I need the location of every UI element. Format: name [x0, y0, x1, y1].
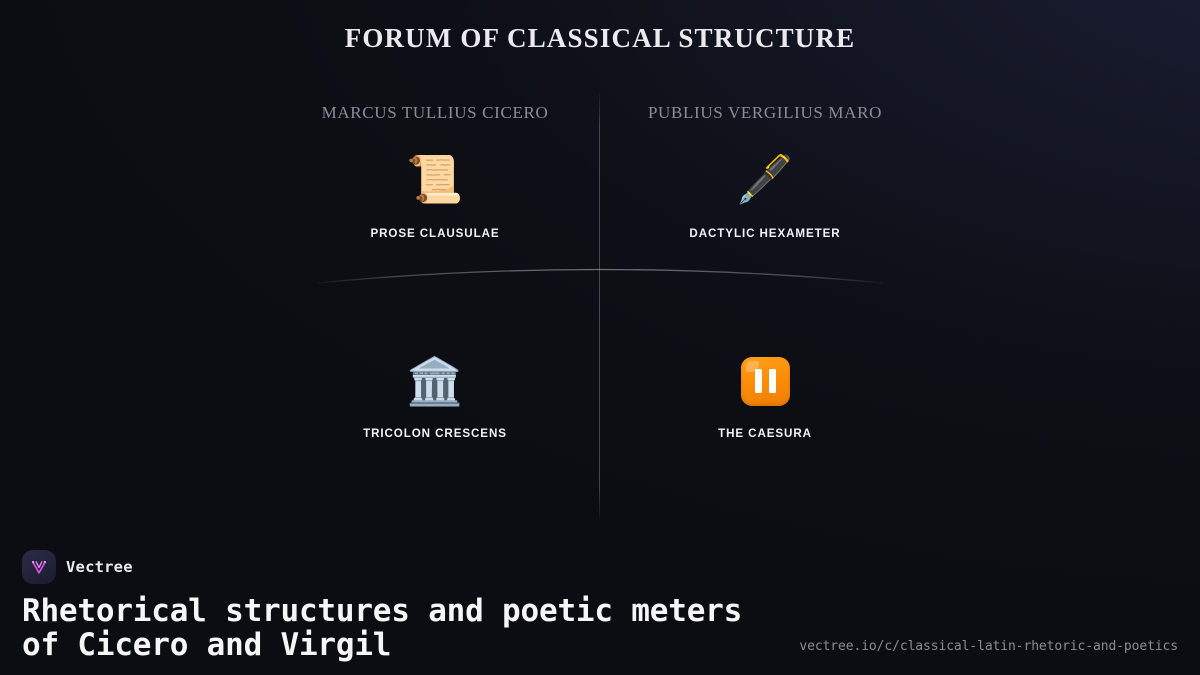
cell-label-the-caesura: THE CAESURA	[718, 427, 812, 440]
brand-row[interactable]: Vectree	[22, 550, 133, 584]
cell-tricolon-crescens[interactable]: 🏛️ TRICOLON CRESCENS	[285, 355, 585, 440]
page-title: FORUM OF CLASSICAL STRUCTURE	[344, 23, 856, 53]
brand-name: Vectree	[66, 558, 133, 576]
fountain-pen-icon: 🖋️	[736, 152, 794, 206]
cell-label-tricolon-crescens: TRICOLON CRESCENS	[363, 427, 507, 440]
pause-button-icon-wrapper	[615, 355, 915, 407]
classical-building-icon: 🏛️	[406, 354, 464, 408]
pause-bar-right	[768, 369, 776, 393]
footer: Vectree Rhetorical structures and poetic…	[0, 540, 1200, 675]
headline: Rhetorical structures and poetic meters …	[22, 593, 743, 663]
vectree-v-logo-icon	[22, 550, 56, 584]
cell-prose-clausulae[interactable]: MARCUS TULLIUS CICERO 📜 PROSE CLAUSULAE	[285, 103, 585, 240]
pause-bar-left	[754, 369, 762, 393]
arc-divider	[316, 268, 884, 284]
footer-url: vectree.io/c/classical-latin-rhetoric-an…	[799, 639, 1178, 654]
vertical-divider	[599, 93, 601, 519]
cell-dactylic-hexameter[interactable]: PUBLIUS VERGILIUS MARO 🖋️ DACTYLIC HEXAM…	[615, 103, 915, 240]
column-heading-virgil: PUBLIUS VERGILIUS MARO	[647, 103, 883, 122]
cell-label-dactylic-hexameter: DACTYLIC HEXAMETER	[689, 227, 841, 240]
cell-the-caesura[interactable]: THE CAESURA	[615, 355, 915, 440]
cell-label-prose-clausulae: PROSE CLAUSULAE	[370, 227, 500, 240]
column-heading-cicero: MARCUS TULLIUS CICERO	[321, 103, 549, 122]
scroll-icon: 📜	[406, 152, 464, 206]
pause-button-icon	[740, 356, 790, 406]
vectree-v-logo-glyph	[31, 560, 47, 574]
